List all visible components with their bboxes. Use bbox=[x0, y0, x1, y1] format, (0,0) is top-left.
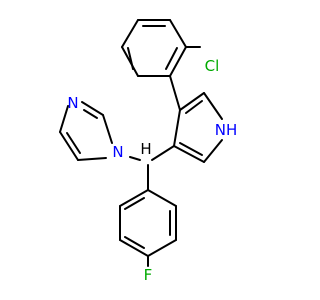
pyrrole-nh-label: NH bbox=[215, 121, 238, 139]
imidazole-n-top-label: N bbox=[67, 94, 78, 112]
chlorophenyl-ring bbox=[121, 19, 187, 77]
methine-h-label: H bbox=[140, 140, 151, 158]
double-bond-inner bbox=[179, 142, 203, 156]
bond bbox=[203, 139, 223, 163]
bond bbox=[173, 145, 205, 163]
bond bbox=[147, 239, 177, 257]
imidazole-n-link-label: N bbox=[112, 143, 123, 161]
bond-aryl-pyrrole bbox=[169, 75, 181, 111]
bond bbox=[81, 101, 104, 116]
bond bbox=[59, 105, 69, 133]
bond bbox=[59, 131, 79, 161]
double-bond-inner bbox=[165, 47, 178, 70]
chlorine-label: Cl bbox=[205, 57, 220, 75]
fluorophenyl-ring bbox=[119, 189, 177, 257]
double-bond-inner bbox=[83, 109, 98, 119]
bond bbox=[121, 19, 139, 48]
imidazole-ring bbox=[59, 101, 113, 161]
bond bbox=[77, 157, 107, 161]
bond bbox=[119, 239, 149, 257]
bond bbox=[119, 189, 149, 207]
structure-drawing: Cl NH N N H F bbox=[59, 19, 238, 284]
double-bond-inner bbox=[66, 132, 81, 154]
bond bbox=[179, 92, 205, 111]
double-bond-inner bbox=[124, 197, 145, 210]
bond-pyrrole-methine bbox=[151, 145, 175, 161]
bond bbox=[147, 189, 177, 207]
bond-methine-imidazole bbox=[129, 156, 141, 161]
bond bbox=[121, 46, 139, 77]
bond bbox=[102, 114, 113, 144]
molecule-canvas: Cl NH N N H F bbox=[59, 19, 238, 284]
bond bbox=[169, 19, 187, 48]
bond bbox=[173, 109, 181, 147]
pyrrole-ring bbox=[173, 92, 223, 163]
bond bbox=[169, 46, 187, 77]
double-bond-inner bbox=[185, 100, 203, 114]
bond bbox=[203, 92, 223, 120]
double-bond-inner bbox=[127, 47, 134, 70]
double-bond-inner bbox=[124, 236, 145, 249]
fluorine-label: F bbox=[144, 266, 153, 284]
